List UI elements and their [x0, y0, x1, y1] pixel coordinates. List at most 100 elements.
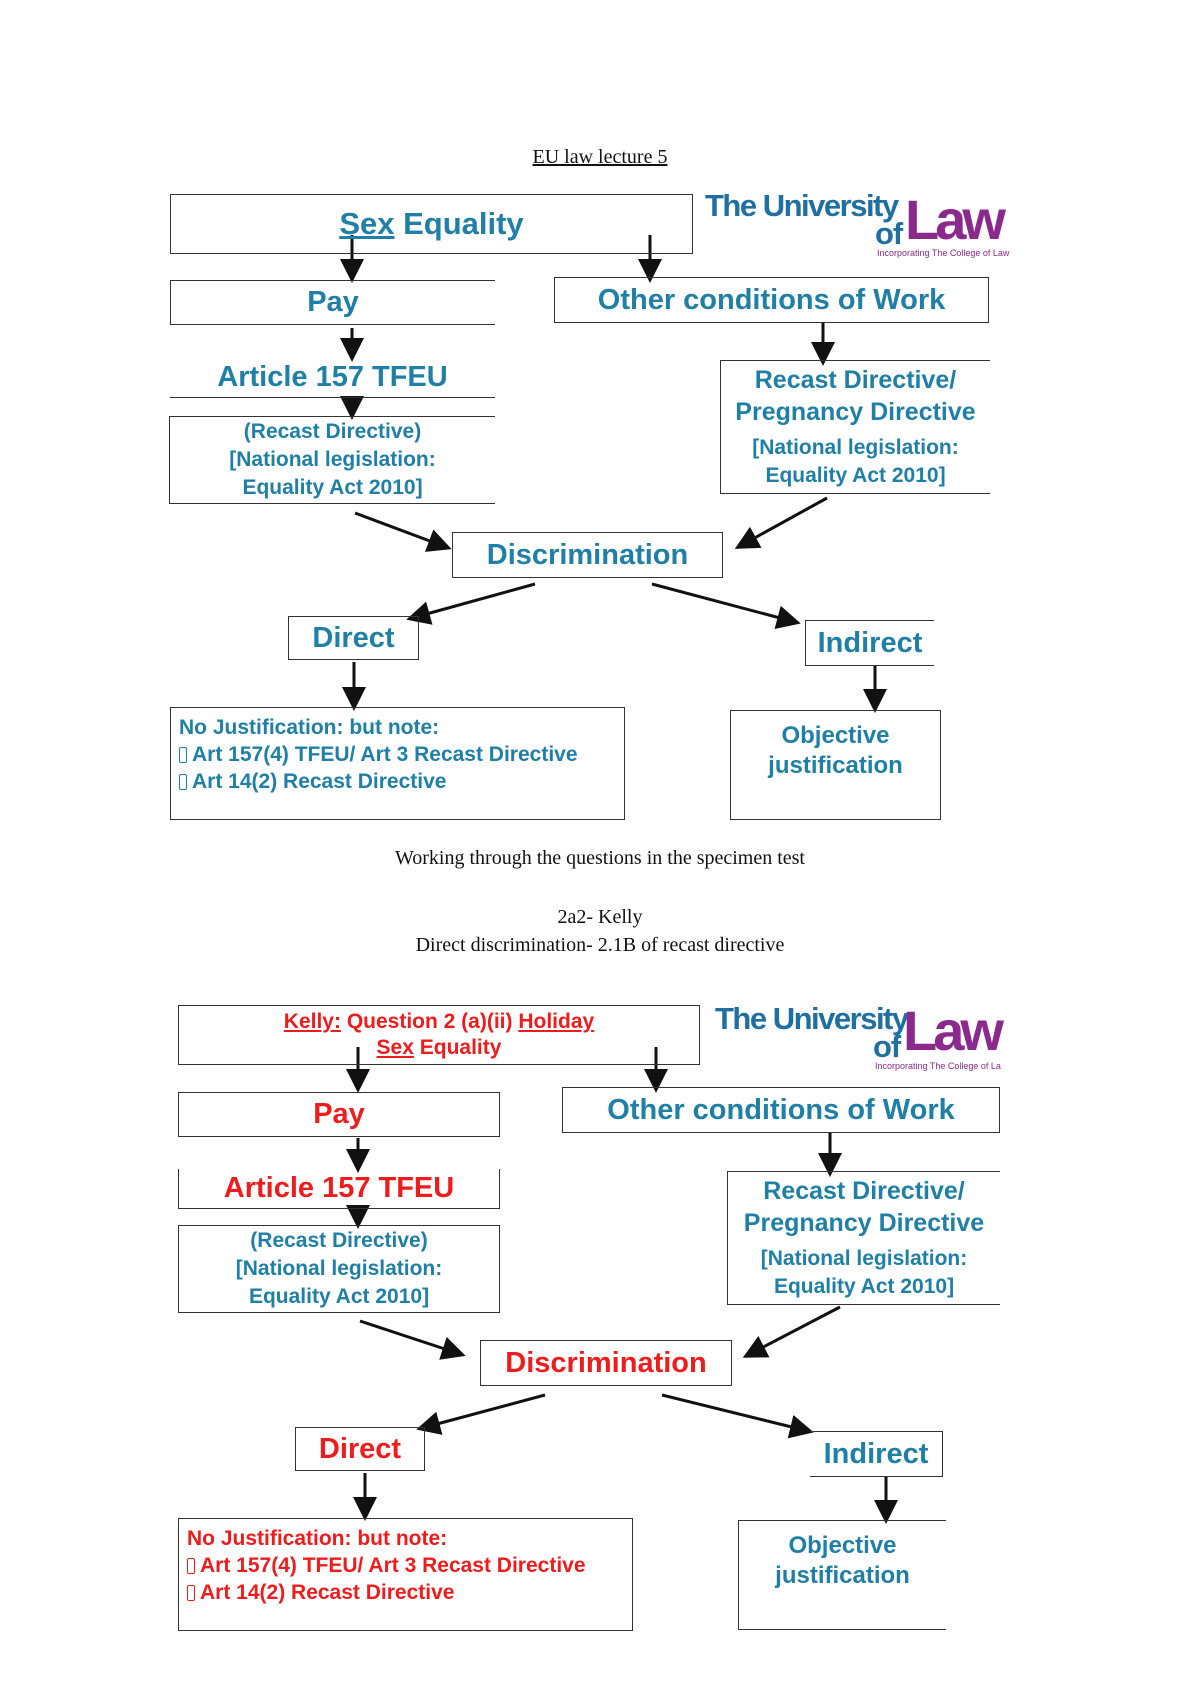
recast-pregnancy-box: Recast Directive/ Pregnancy Directive [N… — [727, 1171, 1000, 1305]
equality-word: Equality — [413, 1036, 502, 1059]
no-justification-heading: No Justification: but note: — [187, 1527, 448, 1550]
national-legislation-label-1: [National legislation: — [229, 448, 436, 471]
logo-tagline: Incorporating The College of Law — [877, 248, 1010, 258]
arrow-recastpreg-to-discrim — [742, 1305, 841, 1358]
bullet-text-2: Art 14(2) Recast Directive — [200, 1581, 455, 1604]
arrow-discrim-to-direct — [406, 582, 536, 625]
bullet-icon — [187, 1558, 195, 1574]
no-justification-box: No Justification: but note: Art 157(4) T… — [170, 707, 625, 820]
other-conditions-box: Other conditions of Work — [554, 277, 989, 323]
article-157-label: Article 157 TFEU — [217, 361, 448, 393]
objective-justification-box: Objective justification — [730, 710, 941, 820]
other-conditions-box: Other conditions of Work — [562, 1087, 1000, 1133]
national-legislation-label-1: [National legislation: — [235, 1257, 443, 1280]
equality-word: Equality — [394, 206, 524, 241]
arrow-recastpreg-to-discrim — [734, 496, 828, 549]
sex-equality-box: Sex Equality — [170, 194, 693, 254]
holiday-word: Holiday — [518, 1010, 595, 1033]
kelly-word: Kelly: — [283, 1010, 341, 1033]
equality-act-label-2: Equality Act 2010] — [765, 464, 946, 487]
sex-word: Sex — [376, 1036, 414, 1059]
direct-label: Direct — [312, 621, 395, 654]
pay-box: Pay — [178, 1092, 500, 1137]
arrow-discrim-to-direct — [416, 1393, 546, 1435]
logo-the-university: The University — [715, 1001, 909, 1036]
recast-pregnancy-line-1: Recast Directive/ — [763, 1177, 965, 1205]
kelly-question-line: Kelly: Question 2 (a)(ii) Holiday — [284, 1009, 594, 1035]
article-157-box: Article 157 TFEU — [170, 358, 495, 398]
logo-the-university: The University — [705, 188, 899, 223]
recast-pregnancy-line-2: Pregnancy Directive — [735, 398, 976, 426]
discrimination-label: Discrimination — [505, 1346, 707, 1379]
article-157-label: Article 157 TFEU — [223, 1172, 455, 1204]
no-justification-box: No Justification: but note: Art 157(4) T… — [178, 1518, 633, 1631]
discrimination-box: Discrimination — [480, 1340, 732, 1386]
university-of-law-logo: The University of Law Incorporating The … — [715, 995, 1030, 1075]
arrow-recast-to-discrim — [354, 511, 452, 552]
arrow-discrim-to-indirect — [651, 582, 801, 629]
justification-label: justification — [768, 752, 903, 779]
other-conditions-label: Other conditions of Work — [597, 283, 946, 316]
bullet-text-1: Art 157(4) TFEU/ Art 3 Recast Directive — [192, 743, 578, 766]
discrimination-box: Discrimination — [452, 532, 723, 578]
indirect-box: Indirect — [805, 620, 934, 666]
indirect-label: Indirect — [823, 1437, 929, 1470]
equality-act-label-1: Equality Act 2010] — [242, 476, 423, 499]
recast-paren-label: (Recast Directive) — [243, 420, 422, 443]
bullet-item-2: Art 14(2) Recast Directive — [187, 1579, 454, 1606]
objective-label: Objective — [781, 722, 890, 749]
direct-label: Direct — [318, 1432, 402, 1465]
national-legislation-label-2: [National legislation: — [760, 1247, 968, 1270]
logo-of: of — [873, 1029, 901, 1064]
pay-box: Pay — [170, 280, 495, 325]
equality-act-label-2: Equality Act 2010] — [773, 1275, 955, 1298]
question-word: Question 2 (a)(ii) — [340, 1010, 519, 1033]
bullet-text-2: Art 14(2) Recast Directive — [192, 770, 447, 793]
article-157-box: Article 157 TFEU — [178, 1169, 500, 1209]
pay-label: Pay — [313, 1098, 365, 1130]
slide-2-arrows — [346, 1047, 898, 1524]
recast-pregnancy-box: Recast Directive/ Pregnancy Directive [N… — [720, 360, 990, 494]
logo-tagline: Incorporating The College of La — [875, 1061, 1001, 1071]
direct-box: Direct — [288, 616, 419, 660]
logo-of: of — [875, 216, 903, 251]
no-justification-heading: No Justification: but note: — [179, 716, 440, 739]
sex-word: Sex — [339, 206, 395, 241]
bullet-item-1: Art 157(4) TFEU/ Art 3 Recast Directive — [179, 741, 578, 768]
other-conditions-label: Other conditions of Work — [607, 1093, 955, 1126]
university-of-law-logo: The University of Law Incorporating The … — [705, 180, 1020, 260]
arrow-recast-to-discrim — [359, 1319, 466, 1360]
recast-paren-label: (Recast Directive) — [250, 1229, 428, 1252]
justification-label: justification — [775, 1562, 910, 1589]
arrow-discrim-to-indirect — [661, 1393, 814, 1439]
recast-pregnancy-line-2: Pregnancy Directive — [743, 1209, 985, 1237]
slide-2: Kelly: Question 2 (a)(ii) Holiday Sex Eq… — [160, 995, 1030, 1655]
equality-act-label-1: Equality Act 2010] — [248, 1285, 430, 1308]
indirect-box: Indirect — [810, 1431, 943, 1477]
bullet-icon — [179, 747, 187, 763]
bullet-icon — [187, 1585, 195, 1601]
bullet-icon — [179, 774, 187, 790]
slide-1: Sex Equality The University of Law Incor… — [150, 180, 1020, 840]
kelly-question-box: Kelly: Question 2 (a)(ii) Holiday Sex Eq… — [178, 1005, 700, 1065]
bullet-item-1: Art 157(4) TFEU/ Art 3 Recast Directive — [187, 1552, 586, 1579]
objective-label: Objective — [788, 1532, 897, 1559]
national-legislation-label-2: [National legislation: — [752, 436, 959, 459]
bullet-text-1: Art 157(4) TFEU/ Art 3 Recast Directive — [200, 1554, 586, 1577]
sex-equality-line: Sex Equality — [377, 1035, 502, 1061]
logo-law: Law — [905, 188, 1006, 251]
indirect-label: Indirect — [817, 626, 923, 659]
pay-label: Pay — [307, 286, 359, 318]
discrimination-label: Discrimination — [486, 538, 689, 571]
bullet-item-2: Art 14(2) Recast Directive — [179, 768, 446, 795]
recast-pregnancy-line-1: Recast Directive/ — [754, 366, 957, 394]
recast-directive-box: (Recast Directive) [National legislation… — [178, 1225, 500, 1313]
recast-directive-box: (Recast Directive) [National legislation… — [169, 416, 495, 504]
slide-1-arrows — [340, 235, 887, 713]
logo-law: Law — [903, 999, 1004, 1062]
direct-discrimination-line: Direct discrimination- 2.1B of recast di… — [415, 934, 785, 956]
document-heading: EU law lecture 5 — [532, 146, 668, 168]
kelly-line: 2a2- Kelly — [557, 906, 643, 928]
objective-justification-box: Objective justification — [738, 1520, 946, 1630]
direct-box: Direct — [295, 1427, 425, 1471]
